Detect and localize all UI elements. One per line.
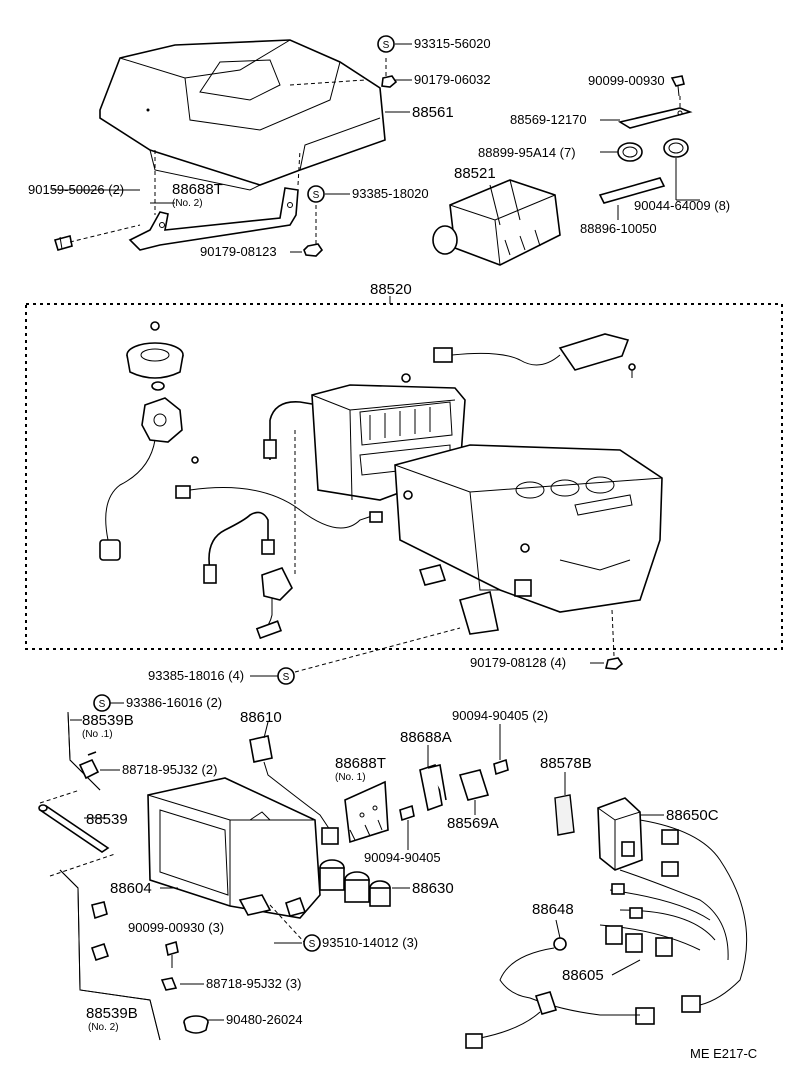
s-marker-93315-56020: S (377, 35, 395, 53)
label-90480-26024: 90480-26024 (226, 1012, 303, 1027)
tag-88578B (554, 794, 575, 836)
clip-88718-95J32-a (78, 751, 100, 780)
svg-text:S: S (309, 939, 316, 950)
console-housing (394, 444, 663, 635)
label-88569A: 88569A (447, 815, 499, 832)
plate-88569-12170 (617, 107, 693, 129)
label-88718-95J32-a: 88718-95J32 (2) (122, 762, 217, 777)
label-90099-00930-top: 90099-00930 (588, 73, 665, 88)
label-90094-90405-a: 90094-90405 (2) (452, 708, 548, 723)
rod-88539B-no1 (67, 711, 101, 791)
s-marker-93385-18020: S (307, 185, 325, 203)
hose-assembly (175, 401, 383, 640)
label-88896-10050: 88896-10050 (580, 221, 657, 236)
rod-88539 (38, 804, 110, 853)
nut-90179-08128 (604, 657, 624, 670)
label-88650C: 88650C (666, 807, 719, 824)
label-88688T-top: 88688T (172, 181, 223, 198)
label-88520: 88520 (370, 281, 412, 298)
label-93510-14012: 93510-14012 (3) (322, 935, 418, 950)
label-88539B-2-no: (No. 2) (88, 1022, 119, 1033)
label-93385-18020: 93385-18020 (352, 186, 429, 201)
label-88569-12170: 88569-12170 (510, 112, 587, 127)
label-88605: 88605 (562, 967, 604, 984)
label-88578B: 88578B (540, 755, 592, 772)
nut-90179-06032 (381, 75, 398, 88)
screw-90094-90405-b (399, 804, 415, 822)
capacitors-88630 (319, 859, 391, 907)
label-90179-08128: 90179-08128 (4) (470, 655, 566, 670)
assembly-88520-box (25, 303, 783, 650)
label-93386-16016: 93386-16016 (2) (126, 695, 222, 710)
label-88604: 88604 (110, 880, 152, 897)
strip-88896-10050 (598, 177, 666, 204)
footer-code: ME E217-C (690, 1046, 757, 1061)
label-88630: 88630 (412, 880, 454, 897)
clip-88718-95J32-b (90, 901, 178, 991)
label-88610: 88610 (240, 709, 282, 726)
bracket-88688T-no1 (344, 780, 389, 844)
rod-88539B-no2 (59, 869, 161, 1041)
label-88561: 88561 (412, 104, 454, 121)
grommet-90480-26024 (183, 1015, 209, 1034)
s-marker-93386-16016: S (93, 694, 111, 712)
wire-top-right (433, 333, 636, 378)
clamp-88899-95A14 (617, 138, 689, 162)
label-88688T-top-no: (No. 2) (172, 198, 203, 209)
label-88539B-2: 88539B (86, 1005, 138, 1022)
label-88718-95J32-b: 88718-95J32 (3) (206, 976, 301, 991)
label-90094-90405-b: 90094-90405 (364, 850, 441, 865)
s-marker-93510-14012: S (303, 934, 321, 952)
label-88539B-1-no: (No .1) (82, 729, 113, 740)
label-88539B-1: 88539B (82, 712, 134, 729)
label-90159-50026: 90159-50026 (2) (28, 182, 124, 197)
label-90179-06032: 90179-06032 (414, 72, 491, 87)
label-93385-18016: 93385-18016 (4) (148, 668, 244, 683)
console-cover-88561 (99, 39, 386, 191)
screw-90094-90405-a (493, 758, 509, 776)
label-90044-64009: 90044-64009 (8) (634, 198, 730, 213)
svg-text:S: S (313, 190, 320, 201)
label-88648: 88648 (532, 901, 574, 918)
label-90179-08123: 90179-08123 (200, 244, 277, 259)
sensor-88648 (465, 937, 640, 1049)
wire-harness-88605 (599, 819, 748, 1025)
bracket-88688A (419, 763, 447, 812)
svg-text:S: S (383, 40, 390, 51)
screw-90159-50026 (53, 235, 73, 251)
screw-90099-00930-top (670, 75, 685, 97)
sensor-88610 (249, 735, 339, 845)
nut-90179-08123 (303, 243, 324, 257)
s-marker-93385-18016: S (277, 667, 295, 685)
label-88688T-bot-no: (No. 1) (335, 772, 366, 783)
label-93315-56020: 93315-56020 (414, 36, 491, 51)
label-88688T-bot: 88688T (335, 755, 386, 772)
screw-90099-00930-bot (165, 940, 179, 968)
housing-88604 (147, 777, 321, 919)
svg-text:S: S (283, 672, 290, 683)
label-90099-00930-bot: 90099-00930 (3) (128, 920, 224, 935)
svg-text:S: S (99, 699, 106, 710)
bracket-88688T-no2 (128, 187, 299, 251)
unit-88521 (432, 179, 561, 266)
label-88539: 88539 (86, 811, 128, 828)
label-88688A: 88688A (400, 729, 452, 746)
blower-motor (99, 321, 199, 561)
bracket-88569A (458, 769, 490, 801)
label-88899-95A14: 88899-95A14 (7) (478, 145, 576, 160)
label-88521: 88521 (454, 165, 496, 182)
amplifier-88650C (597, 797, 643, 871)
